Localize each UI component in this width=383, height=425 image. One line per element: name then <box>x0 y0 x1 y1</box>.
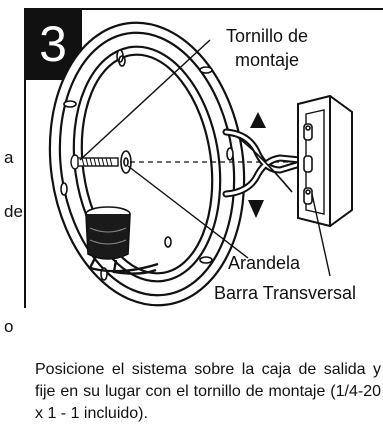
panel-divider <box>24 8 26 308</box>
left-text-fragment: a <box>4 148 14 167</box>
mounting-hole <box>118 55 126 67</box>
washer-icon <box>120 150 132 174</box>
socket-icon <box>85 206 159 275</box>
step-number-badge: 3 <box>24 8 82 80</box>
mounting-screw-icon <box>70 154 119 170</box>
instruction-caption: Posicione el sistema sobre la caja de sa… <box>35 361 381 422</box>
left-text-fragment: de <box>4 202 23 221</box>
mounting-hole <box>164 236 172 248</box>
crossbar-icon <box>303 123 313 205</box>
label-washer: Arandela <box>228 253 301 273</box>
leader-lines <box>79 39 331 277</box>
wire-nut-icon <box>248 112 266 218</box>
panel-top-border <box>24 8 383 10</box>
ground-wire <box>235 135 293 193</box>
left-text-fragment: o <box>4 317 14 336</box>
label-crossbar: Barra Transversal <box>214 283 357 303</box>
previous-panel-strip: a de o <box>0 0 23 413</box>
installation-diagram <box>48 21 353 307</box>
label-mounting-screw: Tornillo de montaje <box>226 26 309 70</box>
